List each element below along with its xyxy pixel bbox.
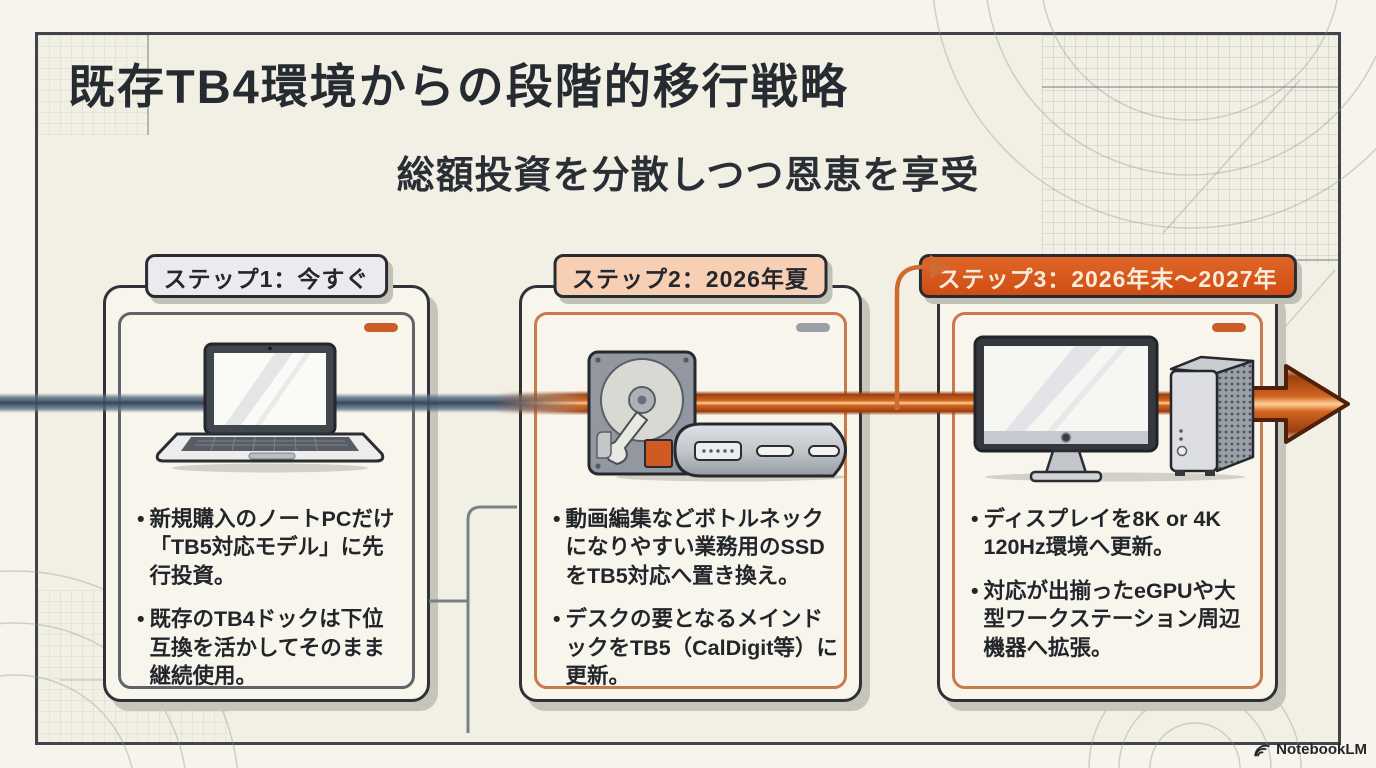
subtitle: 総額投資を分散しつつ恩恵を享受 — [396, 155, 980, 197]
laptop-icon — [155, 342, 385, 473]
step-card-1: ステップ1：今すぐ •新規購入のノートPCだけ「TB5対応モデル」に先行投資。 … — [103, 254, 430, 702]
step3-bullet-list: •ディスプレイを8K or 4K 120Hz環境へ更新。 •対応が出揃ったeGP… — [971, 505, 1254, 677]
step1-inner-panel: •新規購入のノートPCだけ「TB5対応モデル」に先行投資。 •既存のTB4ドック… — [118, 312, 415, 689]
curved-arrow-to-step3 — [894, 255, 952, 410]
bullet-item: •ディスプレイを8K or 4K 120Hz環境へ更新。 — [971, 507, 1221, 560]
bullet-item: •動画編集などボトルネックになりやすい業務用のSSDをTB5対応へ置き換え。 — [553, 507, 825, 588]
gray-connector-line — [429, 505, 517, 733]
step2-inner-panel: •動画編集などボトルネックになりやすい業務用のSSDをTB5対応へ置き換え。 •… — [534, 312, 847, 689]
notebooklm-logo-icon — [1254, 744, 1270, 756]
bullet-item: •既存のTB4ドックは下位互換を活かしてそのまま継続使用。 — [137, 607, 385, 688]
footer-brand: NotebookLM — [1253, 741, 1367, 758]
footer-brand-label: NotebookLM — [1276, 741, 1367, 758]
step2-tab-marker — [796, 323, 830, 332]
grid-decoration-top-left — [38, 35, 148, 135]
step1-tab-marker — [364, 323, 398, 332]
bullet-item: •デスクの要となるメインドックをTB5（CalDigit等）に更新。 — [553, 607, 838, 688]
step1-badge: ステップ1：今すぐ — [144, 254, 389, 298]
bullet-item: •新規購入のノートPCだけ「TB5対応モデル」に先行投資。 — [137, 507, 395, 588]
step3-badge: ステップ3：2026年末〜2027年 — [918, 254, 1297, 298]
step3-tab-marker — [1212, 323, 1246, 332]
main-title: 既存TB4環境からの段階的移行戦略 — [68, 60, 849, 113]
grid-decoration-top-right — [1042, 35, 1338, 263]
hdd-dock-icon — [587, 350, 847, 482]
step3-inner-panel: •ディスプレイを8K or 4K 120Hz環境へ更新。 •対応が出揃ったeGP… — [952, 312, 1263, 689]
step2-badge: ステップ2：2026年夏 — [553, 254, 828, 298]
bullet-item: •対応が出揃ったeGPUや大型ワークステーション周辺機器へ拡張。 — [971, 578, 1241, 660]
step2-bullet-list: •動画編集などボトルネックになりやすい業務用のSSDをTB5対応へ置き換え。 •… — [553, 505, 838, 705]
step1-bullet-list: •新規購入のノートPCだけ「TB5対応モデル」に先行投資。 •既存のTB4ドック… — [137, 505, 398, 705]
arrowhead-icon — [1248, 364, 1350, 444]
monitor-tower-icon — [973, 335, 1255, 483]
